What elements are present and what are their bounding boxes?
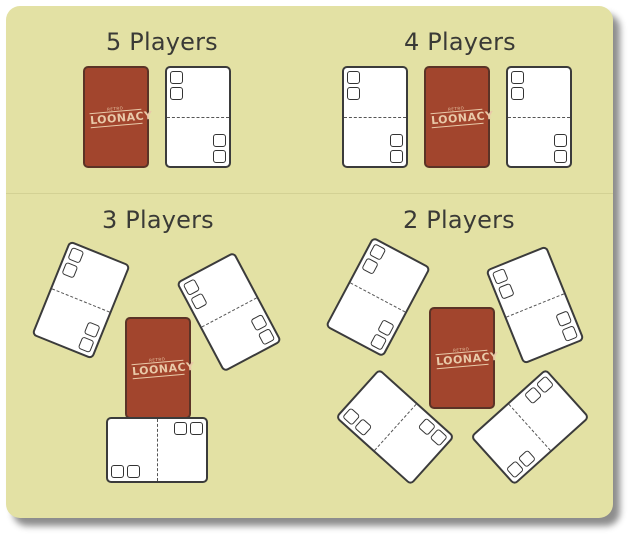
card-corner-square — [555, 310, 573, 328]
section-title-5-players: 5 Players — [106, 28, 218, 56]
card-corner-square — [111, 465, 124, 478]
card-midline — [508, 117, 570, 118]
card-midline — [508, 403, 551, 451]
card-midline — [201, 297, 257, 328]
card-midline — [344, 117, 406, 118]
section-title-2-players: 2 Players — [403, 206, 515, 234]
card-corner-square — [511, 87, 524, 100]
card-corner-square — [377, 319, 395, 337]
discard-card — [324, 236, 432, 358]
card-corner-square — [190, 292, 208, 311]
section-title-4-players: 4 Players — [404, 28, 516, 56]
card-midline — [51, 288, 110, 313]
card-corner-square — [368, 243, 387, 261]
card-corner-square — [257, 327, 276, 346]
card-corner-square — [369, 333, 388, 351]
card-corner-square — [77, 336, 95, 354]
card-corner-square — [361, 257, 379, 275]
card-midline — [157, 419, 158, 481]
discard-card — [175, 251, 283, 373]
card-corner-square — [429, 428, 448, 447]
discard-card — [31, 240, 131, 360]
card-corner-square — [213, 150, 226, 163]
card-corner-square — [561, 325, 579, 343]
card-corner-square — [390, 150, 403, 163]
card-corner-square — [390, 134, 403, 147]
section-title-3-players: 3 Players — [102, 206, 214, 234]
card-corner-square — [347, 71, 360, 84]
card-corner-square — [83, 321, 101, 339]
card-midline — [506, 293, 565, 318]
card-midline — [350, 282, 406, 313]
card-corner-square — [174, 422, 187, 435]
discard-card — [342, 66, 408, 168]
card-corner-square — [67, 246, 85, 264]
card-corner-square — [190, 422, 203, 435]
card-corner-square — [213, 134, 226, 147]
card-midline — [167, 117, 229, 118]
card-corner-square — [554, 150, 567, 163]
card-corner-square — [170, 87, 183, 100]
card-corner-square — [497, 282, 515, 300]
discard-card — [106, 417, 208, 483]
discard-card — [165, 66, 231, 168]
card-corner-square — [491, 267, 509, 285]
discard-card — [506, 66, 572, 168]
player-setup-panel: 5 Players 4 Players 3 Players 2 Players … — [6, 6, 613, 518]
card-corner-square — [554, 134, 567, 147]
card-midline — [374, 403, 417, 451]
discard-card — [485, 245, 585, 365]
card-corner-square — [61, 261, 79, 279]
card-corner-square — [347, 87, 360, 100]
card-corner-square — [127, 465, 140, 478]
card-corner-square — [170, 71, 183, 84]
panel-fold-line — [6, 193, 613, 194]
card-corner-square — [511, 71, 524, 84]
card-corner-square — [353, 418, 373, 437]
